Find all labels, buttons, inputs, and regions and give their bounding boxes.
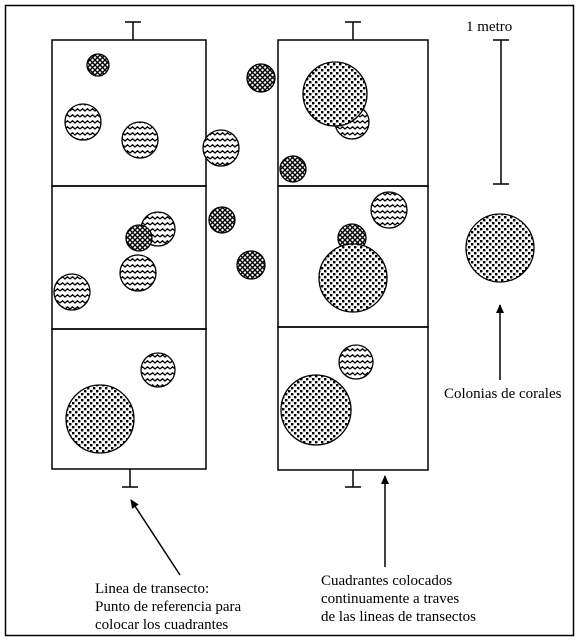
quadrats-label-line1: Cuadrantes colocados: [321, 572, 452, 590]
colony-dotted: [66, 385, 134, 453]
colony-wavy: [120, 255, 156, 291]
colony-wavy: [203, 130, 239, 166]
colony-crosshatch: [87, 54, 109, 76]
scale-label: 1 metro: [466, 18, 512, 36]
transect-label-line3: colocar los cuadrantes: [95, 616, 228, 634]
colony-dotted: [281, 375, 351, 445]
colony-crosshatch: [126, 225, 152, 251]
legend-colony-dotted: [466, 214, 534, 282]
colony-wavy: [122, 122, 158, 158]
colony-crosshatch: [280, 156, 306, 182]
colony-wavy: [54, 274, 90, 310]
transect-arrow: [131, 500, 180, 575]
colonies-label: Colonias de corales: [444, 385, 561, 403]
colony-crosshatch: [247, 64, 275, 92]
quadrats-label-line2: continuamente a traves: [321, 590, 459, 608]
colony-dotted: [319, 244, 387, 312]
colony-crosshatch: [237, 251, 265, 279]
scale-bar: [493, 40, 509, 184]
colony-dotted: [303, 62, 367, 126]
colony-wavy: [339, 345, 373, 379]
colony-crosshatch: [209, 207, 235, 233]
colony-wavy: [141, 353, 175, 387]
transect-label-line2: Punto de referencia para: [95, 598, 241, 616]
transect-label-line1: Linea de transecto:: [95, 580, 209, 598]
diagram-border: [6, 6, 574, 636]
colony-wavy: [65, 104, 101, 140]
colony-wavy: [371, 192, 407, 228]
quadrats-label-line3: de las lineas de transectos: [321, 608, 476, 626]
